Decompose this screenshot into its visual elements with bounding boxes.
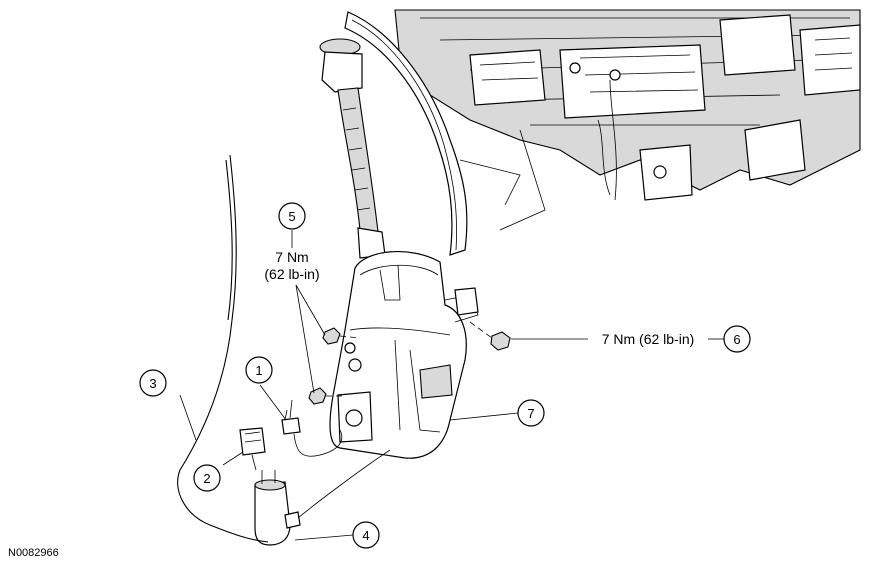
svg-text:5: 5 <box>288 209 295 224</box>
figure-id: N0082966 <box>8 547 59 559</box>
vehicle-frame-structure <box>394 9 861 231</box>
callout-2: 2 <box>193 464 221 492</box>
svg-text:4: 4 <box>362 528 369 543</box>
svg-text:6: 6 <box>733 332 740 347</box>
torque-spec-5-line2: (62 lb-in) <box>264 266 319 282</box>
filler-neck <box>319 38 386 259</box>
nut-six <box>469 321 511 351</box>
svg-text:1: 1 <box>255 363 262 378</box>
electrical-connector <box>281 399 343 457</box>
torque-spec-6: 7 Nm (62 lb-in) <box>602 331 695 347</box>
torque-spec-5-line1: 7 Nm <box>275 249 308 265</box>
washer-pump <box>254 449 391 546</box>
svg-text:2: 2 <box>203 471 210 486</box>
svg-text:3: 3 <box>149 376 156 391</box>
washer-hose <box>177 154 269 543</box>
callout-6: 6 <box>723 325 751 353</box>
callout-1: 1 <box>245 356 273 384</box>
callout-3: 3 <box>139 369 167 397</box>
washer-reservoir <box>329 251 479 459</box>
fender-splash-shield <box>344 11 468 256</box>
leader-lines <box>179 230 724 541</box>
callout-7: 7 <box>517 399 545 427</box>
svg-text:7: 7 <box>527 406 534 421</box>
callout-4: 4 <box>352 521 380 549</box>
mounting-nuts <box>308 327 361 405</box>
callout-5: 5 <box>278 202 306 230</box>
washer-pump-connector <box>239 427 266 471</box>
